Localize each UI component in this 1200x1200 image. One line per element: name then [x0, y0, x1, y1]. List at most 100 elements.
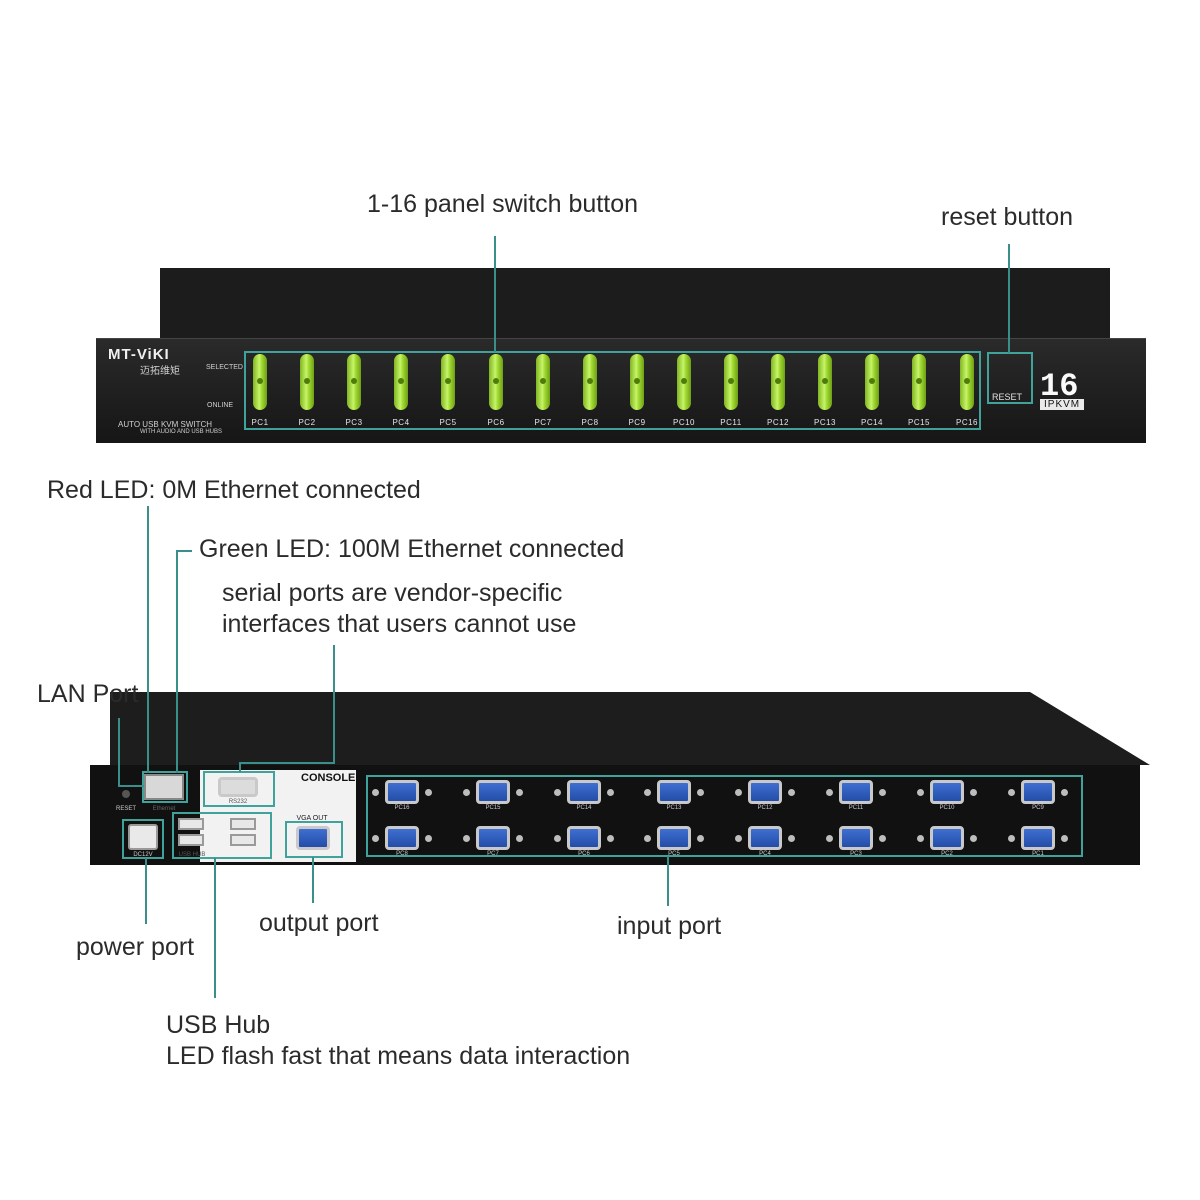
screw — [1061, 789, 1068, 796]
usb-port-3[interactable] — [230, 818, 256, 830]
pc-switch-button-9[interactable] — [630, 354, 644, 410]
vga-input-pc11[interactable] — [839, 780, 873, 804]
screw — [788, 789, 795, 796]
vga-output-port[interactable] — [296, 826, 330, 850]
vga-input-pc7[interactable] — [476, 826, 510, 850]
screw — [372, 835, 379, 842]
pc-label-14: PC14 — [860, 418, 883, 427]
vga-input-label: PC12 — [757, 805, 773, 811]
reset-annotation: reset button — [941, 203, 1074, 231]
vga-input-pc14[interactable] — [567, 780, 601, 804]
power-port[interactable] — [128, 824, 158, 850]
selected-led-4 — [398, 378, 404, 384]
vga-input-label: PC11 — [848, 805, 864, 811]
vga-input-pc4[interactable] — [748, 826, 782, 850]
selected-led-3 — [351, 378, 357, 384]
selected-label: SELECTED — [206, 364, 243, 371]
pc-switch-button-3[interactable] — [347, 354, 361, 410]
brand-logo: MT-ViKI — [108, 346, 170, 363]
screw — [554, 835, 561, 842]
vga-input-label: PC3 — [850, 851, 862, 857]
ipkvm-label: IPKVM — [1040, 399, 1085, 410]
output-port-annotation: output port — [259, 909, 379, 937]
pc-switch-button-7[interactable] — [536, 354, 550, 410]
pc-label-11: PC11 — [720, 418, 742, 427]
lan-leader-v — [118, 718, 120, 786]
screw — [554, 789, 561, 796]
pc-switch-button-12[interactable] — [771, 354, 785, 410]
vga-input-pc3[interactable] — [839, 826, 873, 850]
vga-input-label: PC15 — [485, 805, 501, 811]
pc-switch-button-15[interactable] — [912, 354, 926, 410]
vga-input-pc8[interactable] — [385, 826, 419, 850]
selected-led-5 — [445, 378, 451, 384]
screw — [917, 789, 924, 796]
screw — [970, 835, 977, 842]
pc-label-12: PC12 — [766, 418, 789, 427]
screw — [425, 835, 432, 842]
pc-label-1: PC1 — [251, 418, 269, 427]
pc-switch-button-6[interactable] — [489, 354, 503, 410]
input-port-annotation: input port — [617, 912, 722, 940]
vga-input-pc16[interactable] — [385, 780, 419, 804]
pc-switch-button-10[interactable] — [677, 354, 691, 410]
pc-switch-button-2[interactable] — [300, 354, 314, 410]
screw — [644, 789, 651, 796]
console-label: CONSOLE — [301, 772, 356, 784]
vga-input-pc1[interactable] — [1021, 826, 1055, 850]
selected-led-13 — [822, 378, 828, 384]
serial-port[interactable] — [218, 777, 258, 797]
vga-input-label: PC4 — [759, 851, 771, 857]
back-reset-button[interactable] — [122, 790, 130, 798]
front-reset-button[interactable]: RESET — [992, 392, 1023, 402]
vga-input-pc10[interactable] — [930, 780, 964, 804]
usb-port-2[interactable] — [178, 834, 204, 846]
input-leader — [667, 856, 669, 906]
front-unit-top — [160, 268, 1110, 338]
vga-input-pc6[interactable] — [567, 826, 601, 850]
vga-input-pc12[interactable] — [748, 780, 782, 804]
pc-switch-button-14[interactable] — [865, 354, 879, 410]
pc-label-3: PC3 — [345, 418, 363, 427]
screw — [697, 835, 704, 842]
pc-switch-button-8[interactable] — [583, 354, 597, 410]
screw — [697, 789, 704, 796]
selected-led-9 — [634, 378, 640, 384]
power-highlight — [122, 819, 164, 859]
usb-hub-annotation-1: USB Hub — [166, 1011, 271, 1039]
lan-port[interactable] — [144, 774, 184, 800]
green-led-leader-h — [176, 550, 192, 552]
vga-input-pc15[interactable] — [476, 780, 510, 804]
pc-switch-button-11[interactable] — [724, 354, 738, 410]
power-leader — [145, 858, 147, 924]
pc-label-13: PC13 — [813, 418, 836, 427]
usb-port-4[interactable] — [230, 834, 256, 846]
panel-switch-leader — [494, 236, 496, 352]
usb-port-1[interactable] — [178, 818, 204, 830]
serial-leader-v — [333, 645, 335, 763]
serial-annotation-2: interfaces that users cannot use — [222, 610, 577, 638]
screw — [788, 835, 795, 842]
back-unit-top — [110, 692, 1150, 765]
selected-led-14 — [869, 378, 875, 384]
pc-switch-button-1[interactable] — [253, 354, 267, 410]
vga-input-pc5[interactable] — [657, 826, 691, 850]
vga-input-pc13[interactable] — [657, 780, 691, 804]
pc-label-4: PC4 — [392, 418, 410, 427]
pc-switch-button-13[interactable] — [818, 354, 832, 410]
pc-switch-button-5[interactable] — [441, 354, 455, 410]
vga-input-label: PC14 — [576, 805, 592, 811]
vga-input-label: PC5 — [668, 851, 680, 857]
vga-input-pc9[interactable] — [1021, 780, 1055, 804]
screw — [735, 789, 742, 796]
screw — [372, 789, 379, 796]
pc-switch-button-16[interactable] — [960, 354, 974, 410]
screw — [607, 835, 614, 842]
screw — [1008, 789, 1015, 796]
vga-input-label: PC7 — [487, 851, 499, 857]
pc-label-9: PC9 — [628, 418, 646, 427]
vga-input-pc2[interactable] — [930, 826, 964, 850]
vga-input-label: PC1 — [1032, 851, 1044, 857]
serial-annotation-1: serial ports are vendor-specific — [222, 579, 563, 607]
pc-switch-button-4[interactable] — [394, 354, 408, 410]
